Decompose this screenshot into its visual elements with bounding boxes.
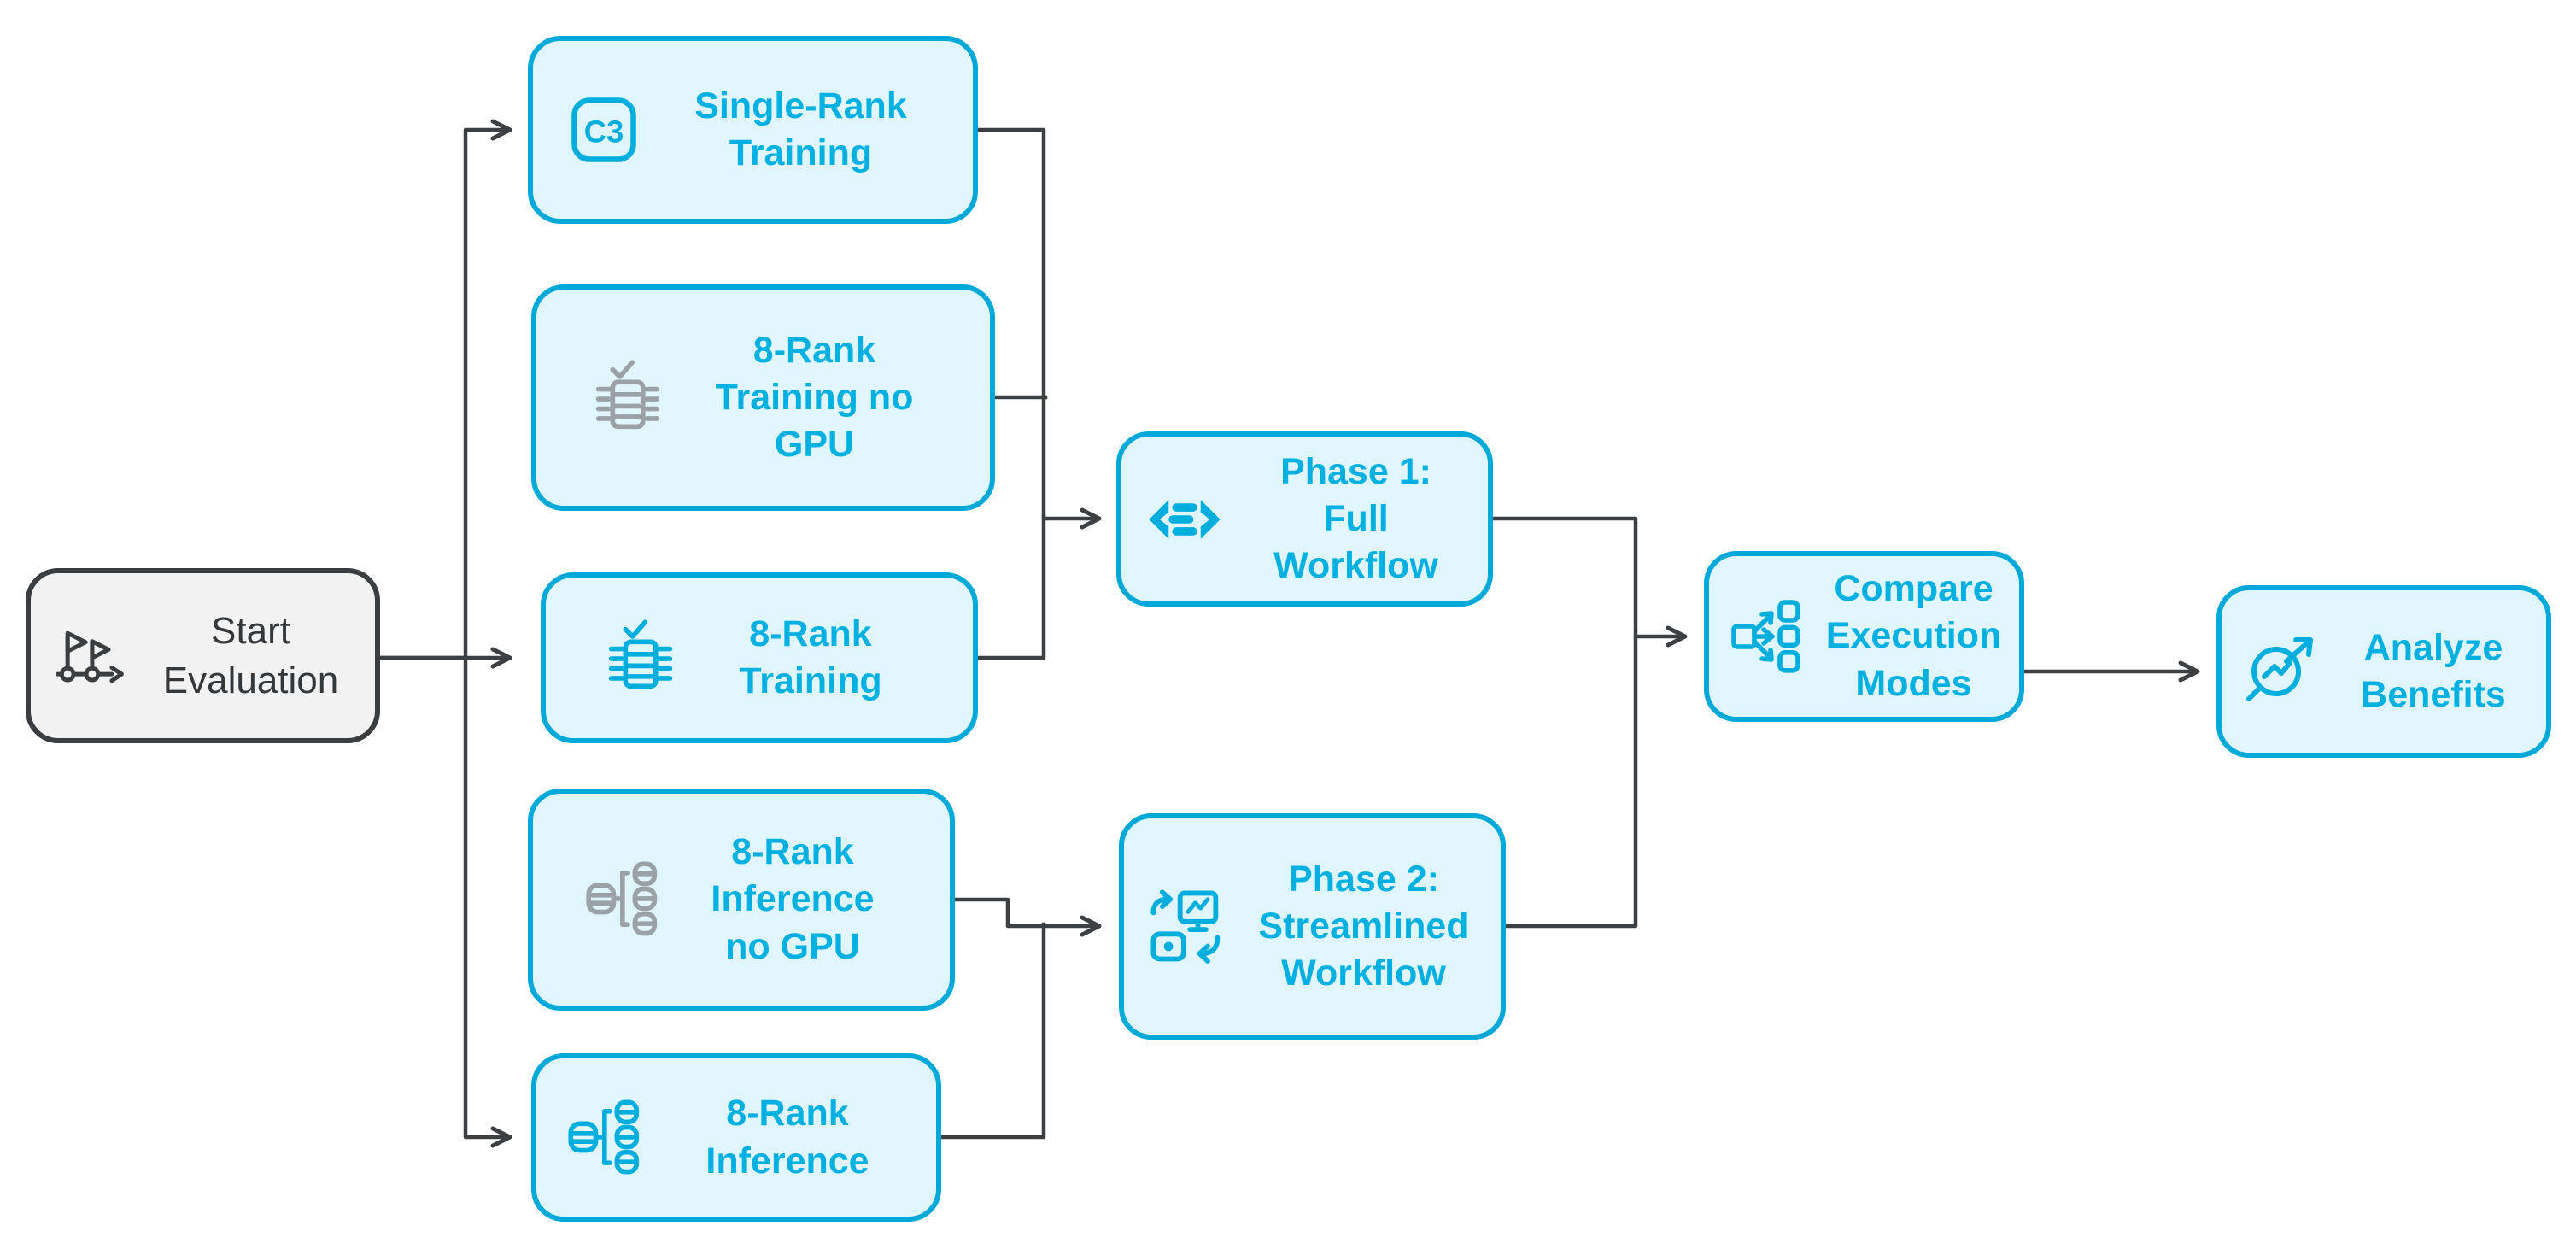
edge-8rank-inference-no-gpu-to-phase2: [952, 897, 1102, 937]
node-analyze-benefits: Analyze Benefits: [2216, 585, 2551, 758]
edge-start-to-single-rank-training: [378, 119, 512, 660]
node-8rank-inference: 8-Rank Inference: [531, 1053, 941, 1222]
node-label: 8-Rank Inference: [705, 1093, 869, 1182]
node-label: Single-Rank Training: [694, 85, 907, 173]
edge-single-rank-training-to-phase1: [975, 127, 1102, 530]
training-cluster-check-icon: [584, 355, 670, 441]
node-compare-execution-modes: Compare Execution Modes: [1704, 551, 2024, 722]
inference-shard-icon: [565, 1095, 651, 1181]
edge-phase1-to-compare: [1490, 516, 1688, 648]
svg-text:C3: C3: [583, 114, 624, 149]
node-label: Phase 2: Streamlined Workflow: [1258, 858, 1469, 994]
node-8rank-training-no-gpu: 8-Rank Training no GPU: [531, 284, 995, 511]
edge-phase2-to-compare: [1503, 636, 1638, 929]
node-label: Analyze Benefits: [2361, 626, 2506, 715]
node-single-rank-training: C3 Single-Rank Training: [528, 36, 978, 224]
node-label: 8-Rank Training no GPU: [715, 329, 914, 466]
node-8rank-inference-no-gpu: 8-Rank Inference no GPU: [528, 789, 955, 1011]
node-label: 8-Rank Inference no GPU: [711, 831, 875, 967]
edge-8rank-inference-to-phase2: [939, 922, 1046, 1140]
node-start-evaluation: Start Evaluation: [26, 568, 380, 743]
c3-badge-icon: C3: [565, 91, 643, 169]
node-label: 8-Rank Training: [739, 613, 882, 701]
node-label: Phase 1: Full Workflow: [1273, 450, 1438, 587]
exchange-arrows-icon: [1142, 485, 1227, 554]
milestone-flags-icon: [51, 617, 130, 695]
inference-shard-icon: [583, 857, 669, 942]
node-label: Start Evaluation: [162, 610, 339, 701]
streamlined-cycle-icon: [1145, 884, 1230, 970]
training-cluster-check-icon: [597, 615, 682, 701]
analyze-magnifier-icon: [2242, 630, 2324, 712]
node-phase2-streamlined-workflow: Phase 2: Streamlined Workflow: [1119, 813, 1506, 1040]
node-label: Compare Execution Modes: [1825, 568, 2002, 704]
edge-start-to-8rank-inference: [463, 655, 512, 1148]
fanout-compare-icon: [1727, 595, 1809, 677]
node-8rank-training: 8-Rank Training: [541, 572, 978, 743]
edge-8rank-training-to-phase1: [975, 514, 1046, 660]
node-phase1-full-workflow: Phase 1: Full Workflow: [1116, 431, 1493, 607]
